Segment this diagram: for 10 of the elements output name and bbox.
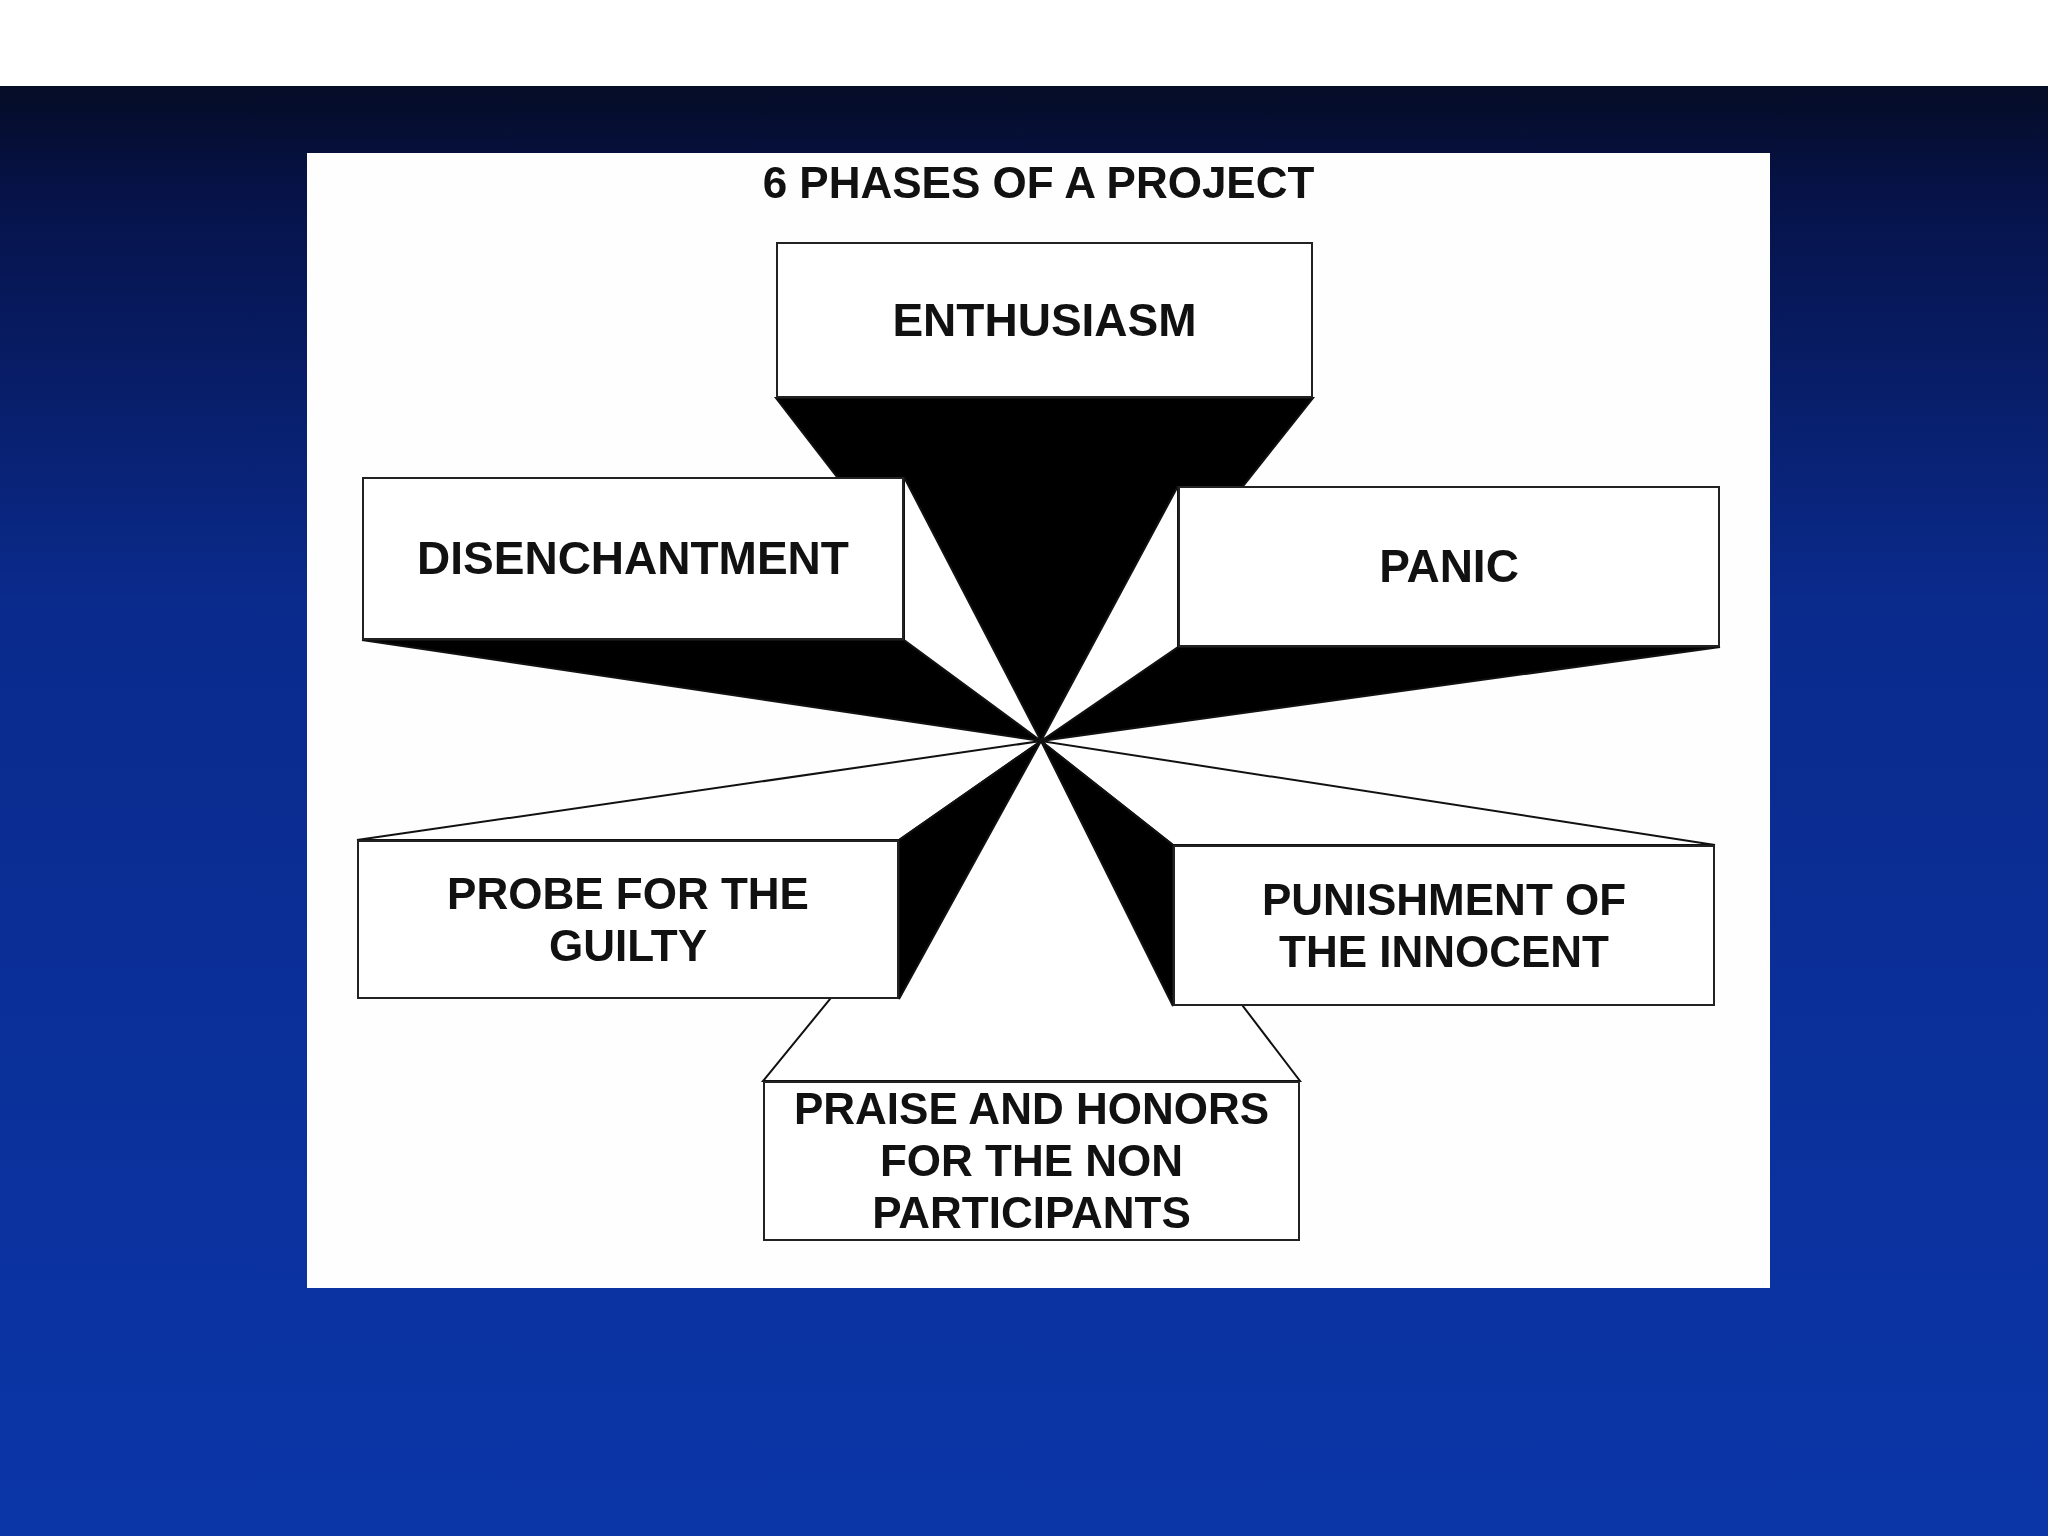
phase-label: PRAISE AND HONORS FOR THE NON PARTICIPANTS (792, 1083, 1271, 1239)
phase-box (1173, 845, 1715, 1006)
phase-label: ENTHUSIASM (892, 292, 1197, 348)
diagram-title: 6 PHASES OF A PROJECT (762, 158, 1315, 208)
phase-box (776, 242, 1313, 398)
phase-label: PANIC (1379, 539, 1519, 594)
phase-label: DISENCHANTMENT (417, 531, 849, 586)
phase-label: PUNISHMENT OF THE INNOCENT (1260, 873, 1628, 978)
phase-box (357, 840, 899, 999)
phase-label: PROBE FOR THE GUILTY (446, 867, 810, 972)
